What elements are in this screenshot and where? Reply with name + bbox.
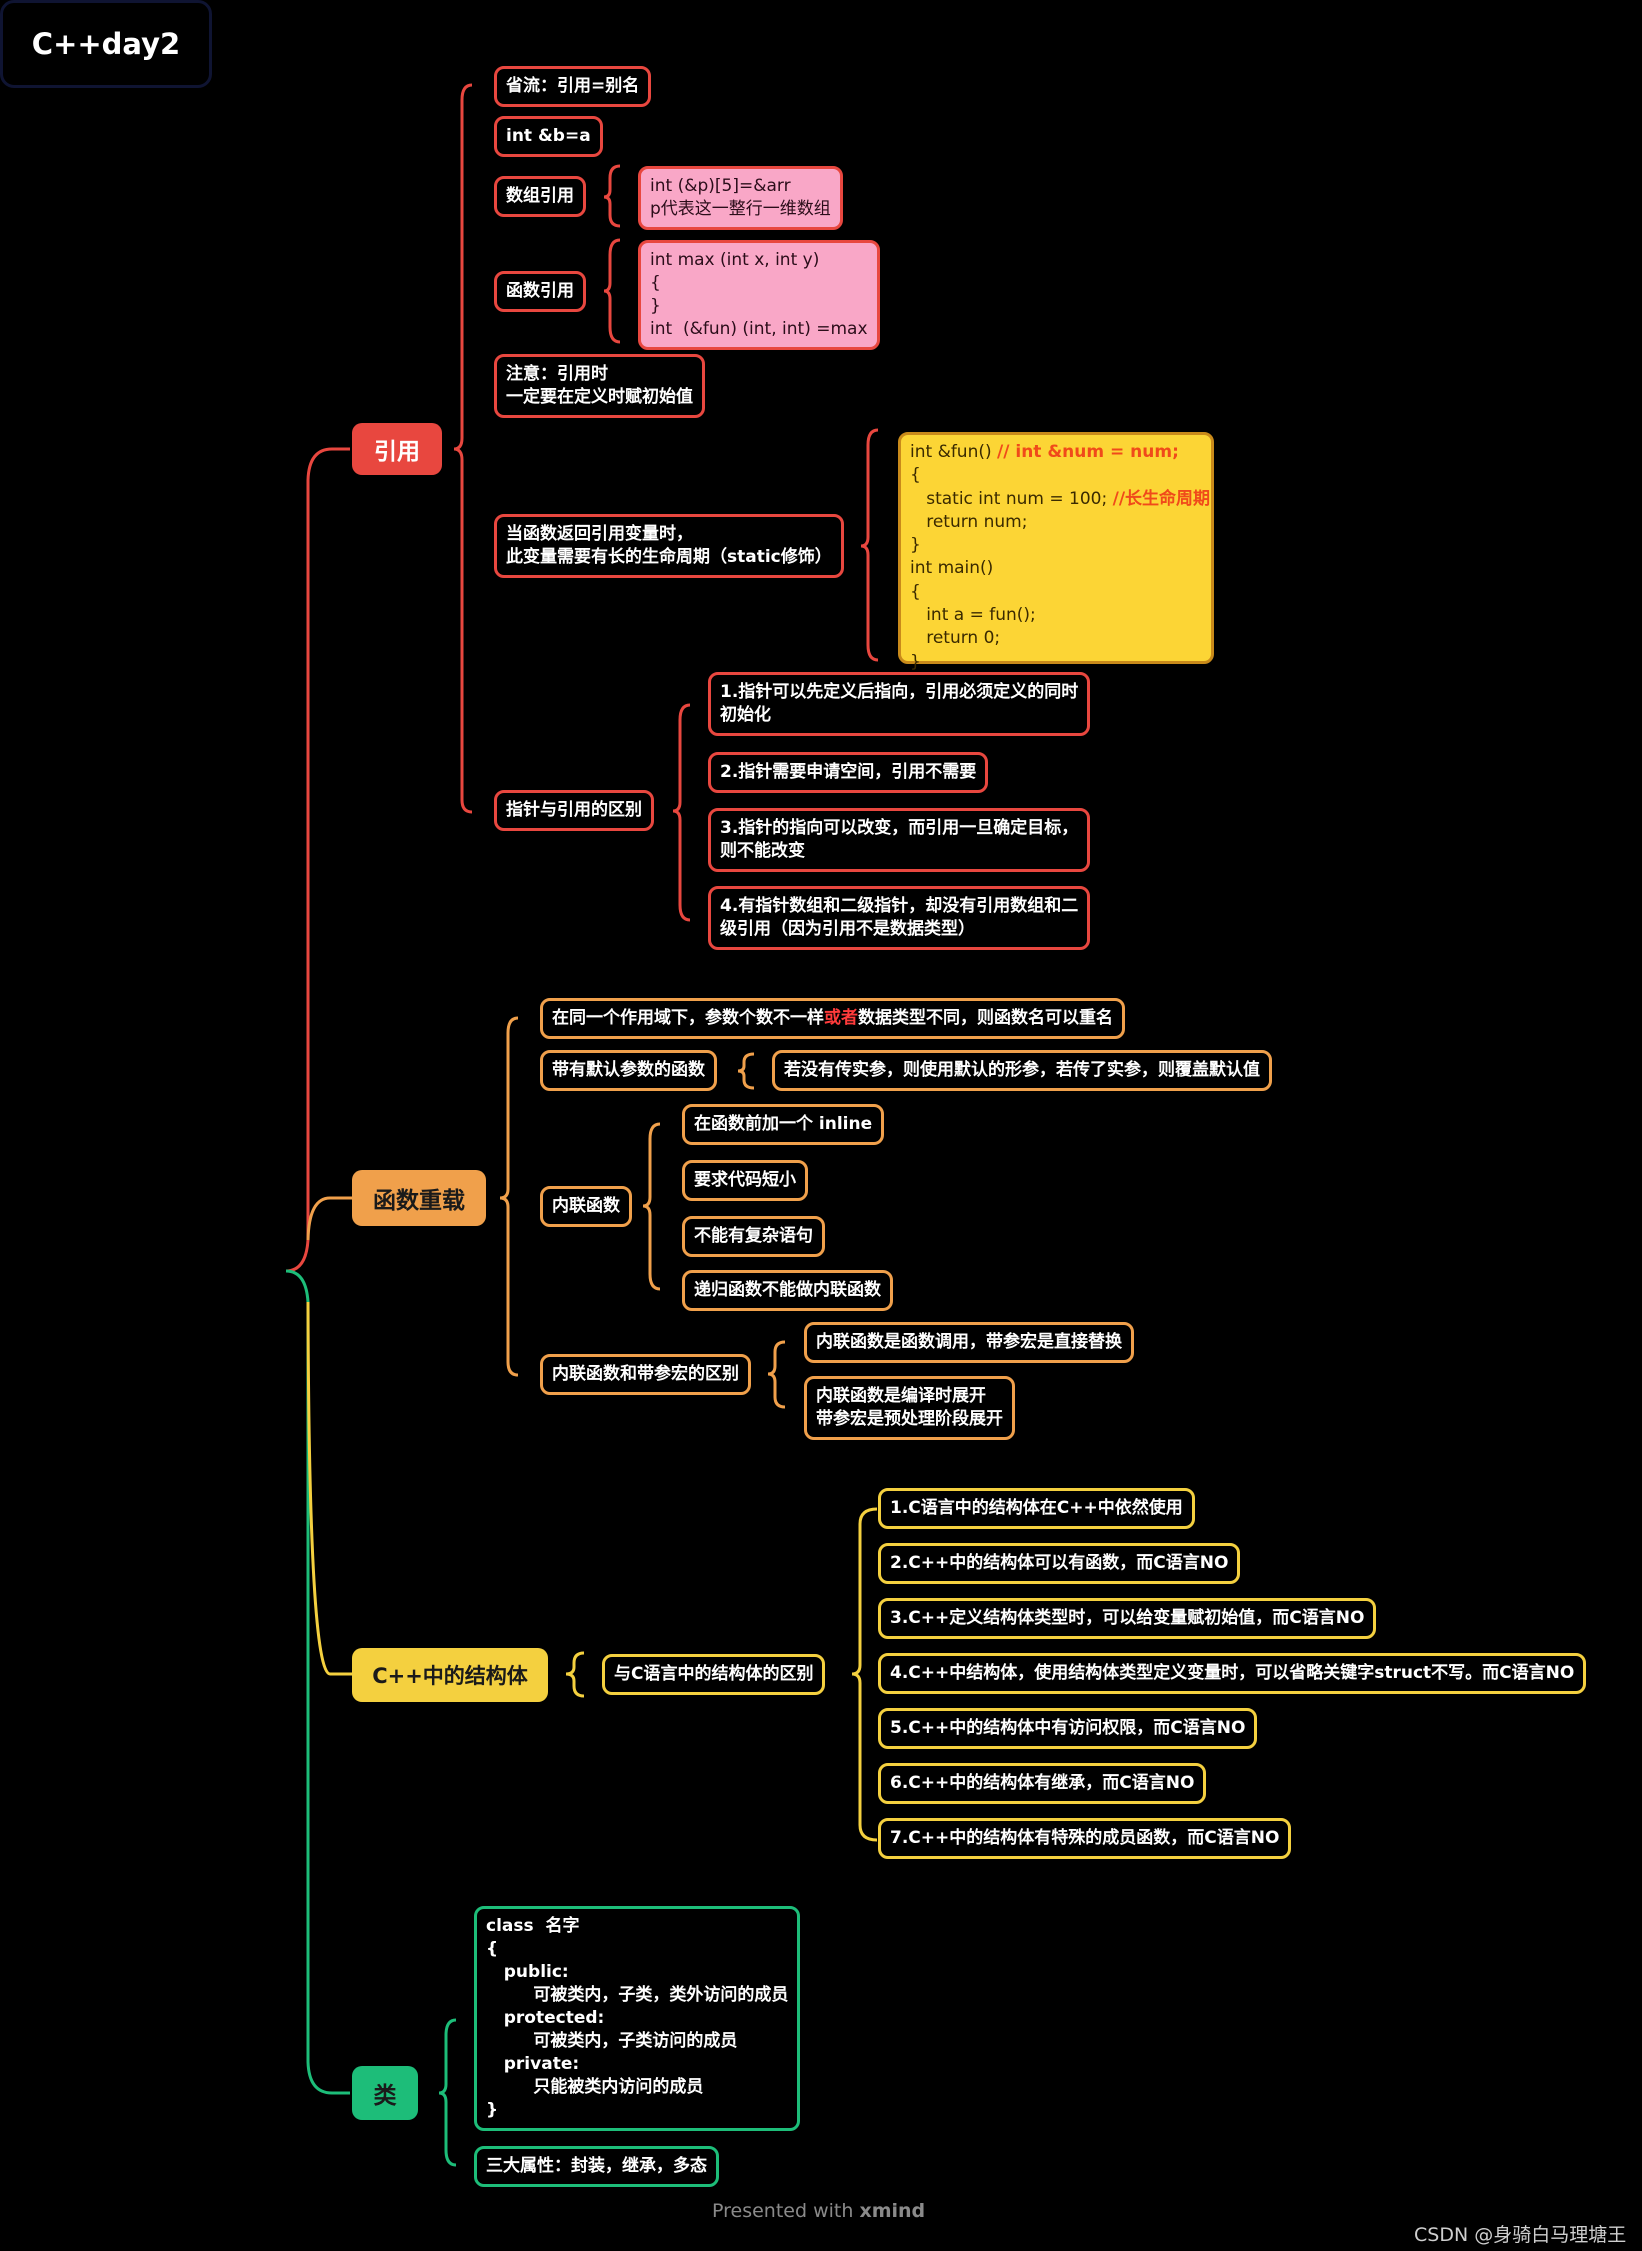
- csdn-watermark: CSDN @身骑白马理塘王: [1414, 2224, 1627, 2246]
- brace-n6: [860, 428, 879, 662]
- branch-jiegouti[interactable]: C++中的结构体: [352, 1648, 548, 1702]
- brace-jg-n1: [851, 1507, 878, 1842]
- yinyong-int-ref[interactable]: int &b=a: [494, 116, 603, 157]
- yinyong-code-block[interactable]: int &fun() // int &num = num; { static i…: [898, 432, 1214, 672]
- pointer-diff-4[interactable]: 4.有指针数组和二级指针，却没有引用数组和二 级引用（因为引用不是数据类型）: [708, 886, 1091, 950]
- chongzai-default-params[interactable]: 带有默认参数的函数: [540, 1050, 717, 1091]
- code-line: }: [910, 535, 921, 556]
- yinyong-pointer-vs-ref[interactable]: 指针与引用的区别: [494, 790, 654, 831]
- code-line: return 0;: [910, 628, 1001, 649]
- jiegouti-diff[interactable]: 与C语言中的结构体的区别: [602, 1654, 826, 1695]
- brace-lei: [438, 2018, 457, 2167]
- code-comment: //长生命周期: [1112, 488, 1211, 509]
- yinyong-func-ref[interactable]: 函数引用: [494, 271, 586, 312]
- code-line: {: [910, 465, 921, 486]
- branch-lei[interactable]: 类: [352, 2066, 418, 2120]
- macro-item-1[interactable]: 内联函数是函数调用，带参宏是直接替换: [804, 1322, 1134, 1363]
- pointer-diff-1[interactable]: 1.指针可以先定义后指向，引用必须定义的同时 初始化: [708, 672, 1091, 736]
- brace-n4b: [767, 1340, 786, 1409]
- root-link-yellow: [306, 1301, 352, 1676]
- xmind-logo-text: xmind: [859, 2200, 926, 2222]
- code-line: int &fun() // int &num = num;: [910, 441, 1202, 464]
- code-line: {: [910, 581, 921, 602]
- yinyong-return-ref[interactable]: 当函数返回引用变量时， 此变量需要有长的生命周期（static修饰）: [494, 514, 844, 578]
- code-line: static int num = 100; //长生命周期: [910, 488, 1210, 511]
- chongzai-inline-vs-macro[interactable]: 内联函数和带参宏的区别: [540, 1354, 751, 1395]
- code-comment: // int &num = num;: [997, 442, 1179, 462]
- root-link-orange: [306, 1196, 352, 1241]
- presented-text: Presented with: [712, 2200, 860, 2222]
- inline-item-2[interactable]: 要求代码短小: [682, 1160, 808, 1201]
- inline-item-3[interactable]: 不能有复杂语句: [682, 1216, 825, 1257]
- macro-item-2[interactable]: 内联函数是编译时展开 带参宏是预处理阶段展开: [804, 1376, 1015, 1440]
- yinyong-array-ref-detail[interactable]: int (&p)[5]=&arr p代表这一整行一维数组: [638, 166, 843, 230]
- struct-diff-7[interactable]: 7.C++中的结构体有特殊的成员函数，而C语言NO: [878, 1818, 1292, 1859]
- yinyong-array-ref[interactable]: 数组引用: [494, 176, 586, 217]
- brace-n3: [603, 164, 621, 228]
- highlight-text: 或者: [824, 1008, 858, 1028]
- struct-diff-3[interactable]: 3.C++定义结构体类型时，可以给变量赋初始值，而C语言NO: [878, 1598, 1377, 1639]
- branch-yinyong[interactable]: 引用: [352, 423, 442, 475]
- lei-class-syntax[interactable]: class 名字 { public: 可被类内，子类，类外访问的成员 prote…: [474, 1906, 801, 2131]
- brace-chongzai: [499, 1016, 519, 1377]
- code-line: return num;: [910, 511, 1028, 532]
- brace-n2: [737, 1052, 755, 1090]
- root-node[interactable]: C++day2: [0, 0, 212, 88]
- struct-diff-1[interactable]: 1.C语言中的结构体在C++中依然使用: [878, 1488, 1195, 1529]
- lei-three-properties[interactable]: 三大属性：封装，继承，多态: [474, 2146, 719, 2187]
- inline-item-1[interactable]: 在函数前加一个 inline: [682, 1104, 885, 1145]
- text-part: 数据类型不同，则函数名可以重名: [858, 1008, 1113, 1028]
- brace-n7: [672, 703, 691, 922]
- brace-n3b: [642, 1122, 661, 1291]
- inline-item-4[interactable]: 递归函数不能做内联函数: [682, 1270, 893, 1311]
- branch-chongzai[interactable]: 函数重载: [352, 1170, 486, 1226]
- struct-diff-2[interactable]: 2.C++中的结构体可以有函数，而C语言NO: [878, 1543, 1241, 1584]
- brace-jiegouti: [565, 1651, 585, 1698]
- text-part: 在同一个作用域下，参数个数不一样: [552, 1008, 824, 1028]
- brace-yinyong: [453, 83, 473, 814]
- struct-diff-6[interactable]: 6.C++中的结构体有继承，而C语言NO: [878, 1763, 1207, 1804]
- code-text: int &fun(): [910, 442, 998, 462]
- pointer-diff-3[interactable]: 3.指针的指向可以改变，而引用一旦确定目标， 则不能改变: [708, 808, 1091, 872]
- yinyong-func-ref-detail[interactable]: int max (int x, int y) { } int (&fun) (i…: [638, 240, 880, 350]
- chongzai-inline[interactable]: 内联函数: [540, 1186, 632, 1227]
- yinyong-note[interactable]: 注意：引用时 一定要在定义时赋初始值: [494, 354, 705, 418]
- code-line: }: [910, 651, 921, 672]
- yinyong-shengliu[interactable]: 省流：引用=别名: [494, 66, 652, 107]
- struct-diff-5[interactable]: 5.C++中的结构体中有访问权限，而C语言NO: [878, 1708, 1258, 1749]
- code-text: static int num = 100;: [910, 488, 1113, 509]
- chongzai-definition[interactable]: 在同一个作用域下，参数个数不一样或者数据类型不同，则函数名可以重名: [540, 998, 1125, 1039]
- brace-n4: [603, 238, 621, 344]
- pointer-diff-2[interactable]: 2.指针需要申请空间，引用不需要: [708, 752, 989, 793]
- code-line: int a = fun();: [910, 605, 1036, 626]
- root-link-green: [285, 1269, 350, 2095]
- chongzai-default-detail[interactable]: 若没有传实参，则使用默认的形参，若传了实参，则覆盖默认值: [772, 1050, 1272, 1091]
- struct-diff-4[interactable]: 4.C++中结构体，使用结构体类型定义变量时，可以省略关键字struct不写。而…: [878, 1653, 1587, 1694]
- code-line: int main(): [910, 558, 994, 579]
- root-link-red: [285, 447, 350, 1273]
- presented-with: Presented with xmind: [712, 2200, 925, 2222]
